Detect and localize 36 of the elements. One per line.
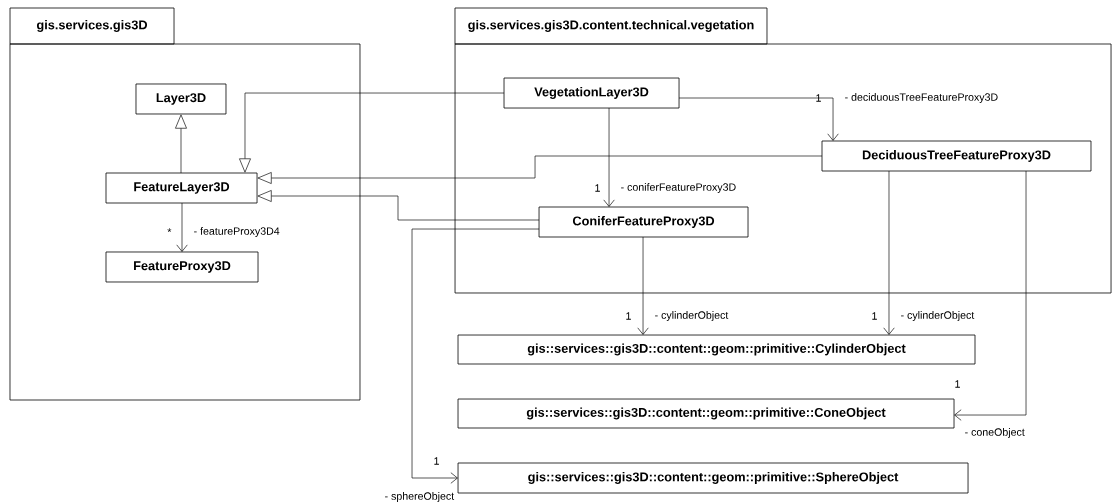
generalization-arrow: [257, 155, 823, 184]
multiplicity-label: 1: [595, 184, 600, 192]
generalization-arrow: [257, 190, 540, 221]
edge-label: - coneObject: [965, 428, 1025, 438]
node-label: gis.services.gis3D.content.technical.vegetation: [468, 20, 754, 32]
class-box: FeatureProxy3D: [105, 251, 259, 283]
generalization-arrow: [239, 92, 505, 173]
edge-label: - sphereObject: [385, 492, 455, 502]
association-arrow: [176, 202, 188, 252]
class-box: gis::services::gis3D::content::geom::primitive::ConeObject: [457, 398, 955, 429]
class-box: DeciduousTreeFeatureProxy3D: [821, 140, 1092, 172]
edge-label: - deciduousTreeFeatureProxy3D: [845, 93, 998, 103]
class-box: FeatureLayer3D: [105, 172, 258, 204]
association-arrow: [883, 170, 895, 335]
association-arrow: [954, 170, 1027, 421]
association-arrow: [411, 228, 540, 484]
edge-label: - cylinderObject: [901, 311, 975, 321]
edge-label: - cylinderObject: [655, 311, 729, 321]
association-arrow: [678, 97, 839, 141]
edge-label: - featureProxy3D4: [194, 227, 280, 237]
class-box: ConiferFeatureProxy3D: [538, 206, 749, 238]
multiplicity-label: 1: [816, 94, 821, 102]
edge-label: - coniferFeatureProxy3D: [621, 183, 736, 193]
generalization-arrow: [175, 114, 187, 174]
class-box: gis::services::gis3D::content::geom::primitive::SphereObject: [457, 462, 969, 494]
association-arrow: [637, 236, 649, 335]
association-arrow: [603, 107, 615, 207]
class-box: VegetationLayer3D: [503, 77, 680, 109]
multiplicity-label: *: [167, 228, 172, 233]
multiplicity-label: 1: [434, 457, 439, 465]
multiplicity-label: 1: [955, 380, 960, 388]
multiplicity-label: 1: [872, 312, 877, 320]
node-label: gis.services.gis3D: [36, 20, 148, 32]
multiplicity-label: 1: [626, 312, 631, 320]
class-box: Layer3D: [135, 83, 227, 115]
class-box: gis::services::gis3D::content::geom::primitive::CylinderObject: [457, 334, 976, 365]
